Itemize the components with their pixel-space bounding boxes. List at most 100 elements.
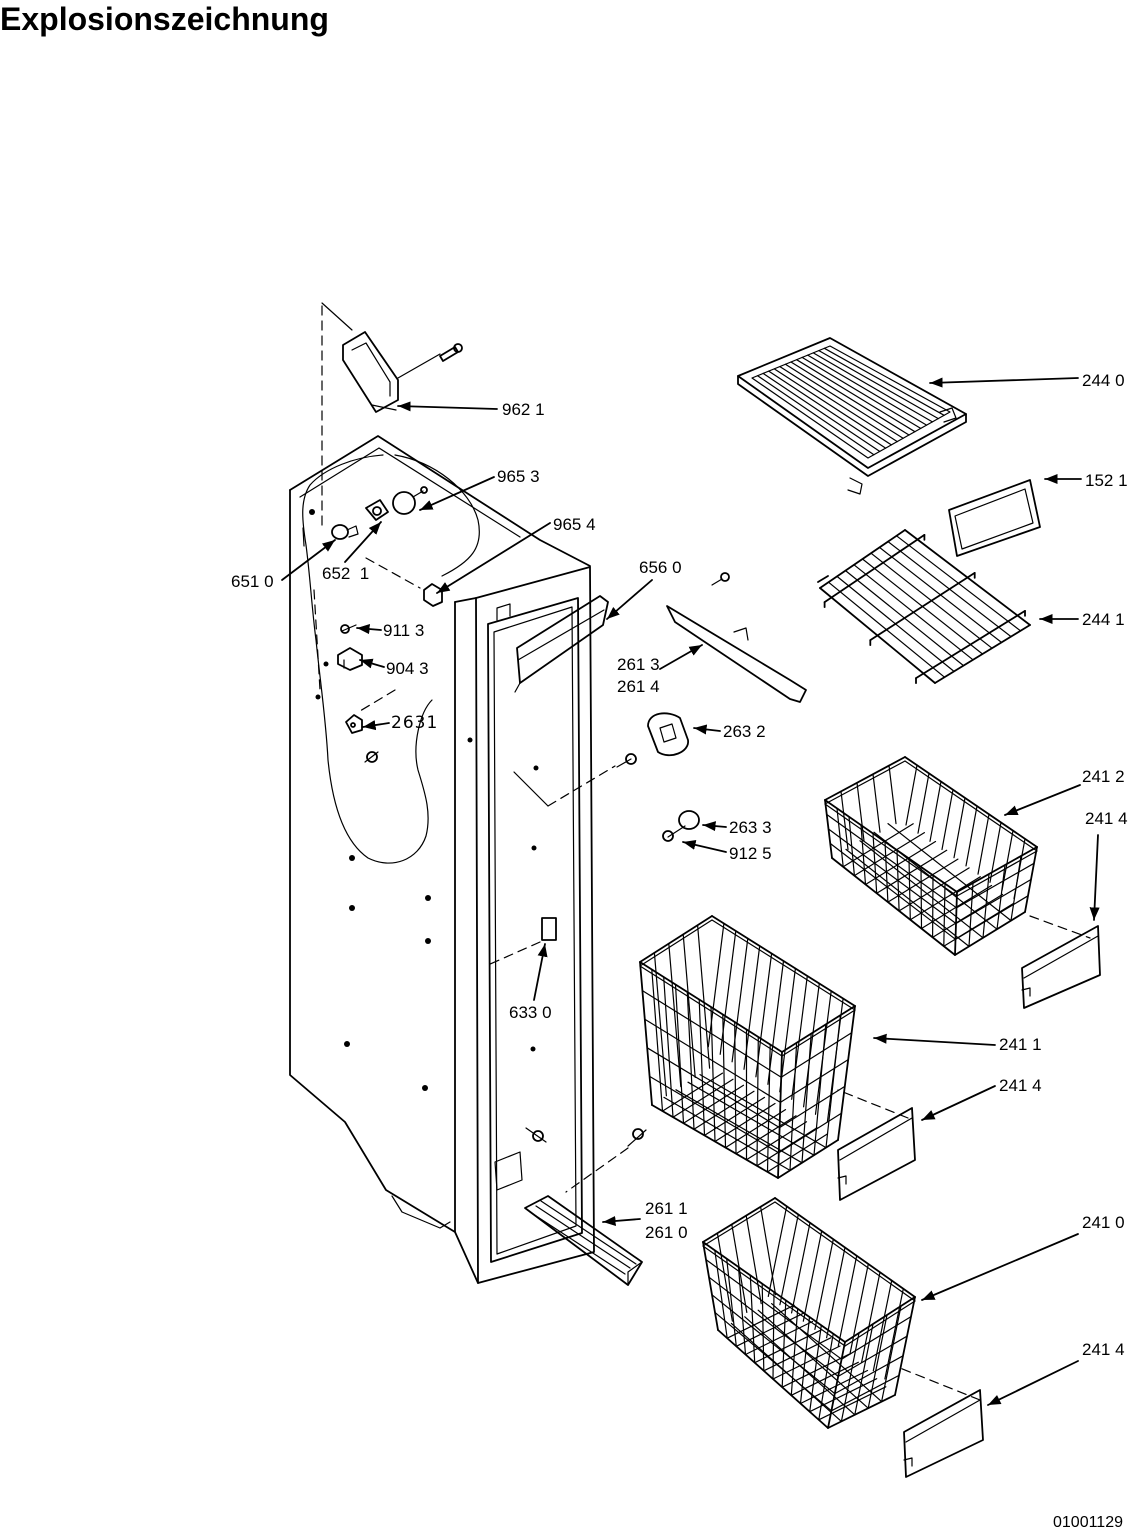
shelf-stripe [784,363,904,439]
leader-line [873,1033,996,1046]
basket-bottom-wire [943,902,1015,947]
leader-line [606,579,653,620]
basket-edge [702,1241,719,1331]
part-label: 651 0 [231,572,274,591]
part-label: 241 2 [1082,767,1125,786]
leader-line [921,1233,1079,1301]
leader-line [436,522,551,594]
basket-wire [825,1246,846,1339]
part-label: 244 1 [1082,610,1125,629]
basket-wire [644,1018,782,1104]
part-label: 904 3 [386,659,429,678]
basket-wire [802,1230,823,1322]
basket-wire [714,1311,833,1412]
basket-bottom-wire [675,1089,803,1164]
basket-wire [711,1294,836,1395]
basket-wire [977,813,990,875]
part-label: 965 3 [497,467,540,486]
basket-wire [1013,838,1026,900]
leader-line [1089,834,1100,921]
basket-rim [702,1201,776,1247]
basket-edge [639,961,653,1106]
lamp-cover-bracket [321,302,463,531]
basket-wire [705,1258,843,1360]
wire-shelf [817,529,1031,684]
basket-bottom-wire [859,840,984,939]
basket-bottom-wire [931,893,1004,939]
part-label: 244 0 [1082,371,1125,390]
basket-bottom-wire [693,1090,755,1130]
basket-wire [716,1232,734,1322]
leader-line [693,724,721,735]
basket-edge [777,1051,783,1179]
shelf-stripe [773,368,893,446]
leader-line [359,658,385,669]
shelf-stripe [818,350,939,420]
shelf-stripe [801,356,922,429]
basket-wire [1001,829,1014,892]
basket-wire [674,983,685,1124]
basket-bottom-wire [898,867,970,912]
screw-9113 [340,624,357,634]
basket-bottom-wire [799,1369,869,1405]
basket-rim [956,846,1038,893]
basket-rim [956,850,1038,897]
basket-wire [778,1085,846,1129]
basket-241-2 [824,756,1038,956]
shelf-support-263-3 [662,810,700,842]
basket-bottom-wire [745,1121,808,1161]
basket-front-plate [837,1089,916,1201]
basket-wire [888,764,897,825]
basket-edge [777,1139,839,1179]
basket-rim [774,1201,916,1302]
basket-front-plate [1021,915,1101,1009]
leader-line [659,644,703,670]
basket-bottom-wire [661,1072,724,1112]
basket-edge [837,1005,856,1141]
basket-wire [755,952,773,1078]
cross-rail [869,572,976,641]
basket-bottom-wire [735,1115,797,1155]
basket-wire [772,1291,775,1380]
basket-bottom-wire [876,849,948,894]
basket-rim [904,756,1038,848]
basket-wire [834,1355,904,1395]
basket-wire [779,1058,849,1104]
leader-line [682,839,727,853]
basket-wire [749,1274,756,1364]
basket-wire [827,828,957,925]
basket-wire [696,924,711,1069]
cross-rail [915,610,1026,679]
basket-wire [872,773,881,833]
leader-line [921,1085,996,1121]
basket-bottom-wire [853,831,926,877]
basket-rim [781,1005,856,1053]
basket-wire [905,764,918,826]
part-labels: 962 1 965 3 965 4 651 0 652 1 911 3 904 … [231,371,1128,1359]
holder-2631 [345,689,396,763]
basket-bottom-wire [887,822,1012,922]
glass-panel [948,479,1041,557]
shelf-hook [817,575,829,583]
clip-633-0 [487,917,557,966]
basket-wire [814,1238,834,1331]
part-label: 261 0 [645,1223,688,1242]
basket-wire [698,998,706,1137]
leader-line [533,943,548,1001]
basket-rim [904,760,1038,852]
shelf-stripe [795,359,916,433]
basket-wire [686,991,695,1130]
basket-edge [831,857,956,956]
leader-line [419,476,495,511]
leader-line [602,1215,641,1227]
basket-wire [801,1032,812,1164]
part-label: 633 0 [509,1003,552,1022]
basket-bottom-wire [714,1102,776,1143]
lamp-bulb [331,524,359,540]
basket-wire [849,1263,869,1355]
mounting-screws [513,753,637,807]
part-label: 263 3 [729,818,772,837]
basket-bottom-wire [726,1304,795,1339]
shelf-stripe [762,372,881,452]
